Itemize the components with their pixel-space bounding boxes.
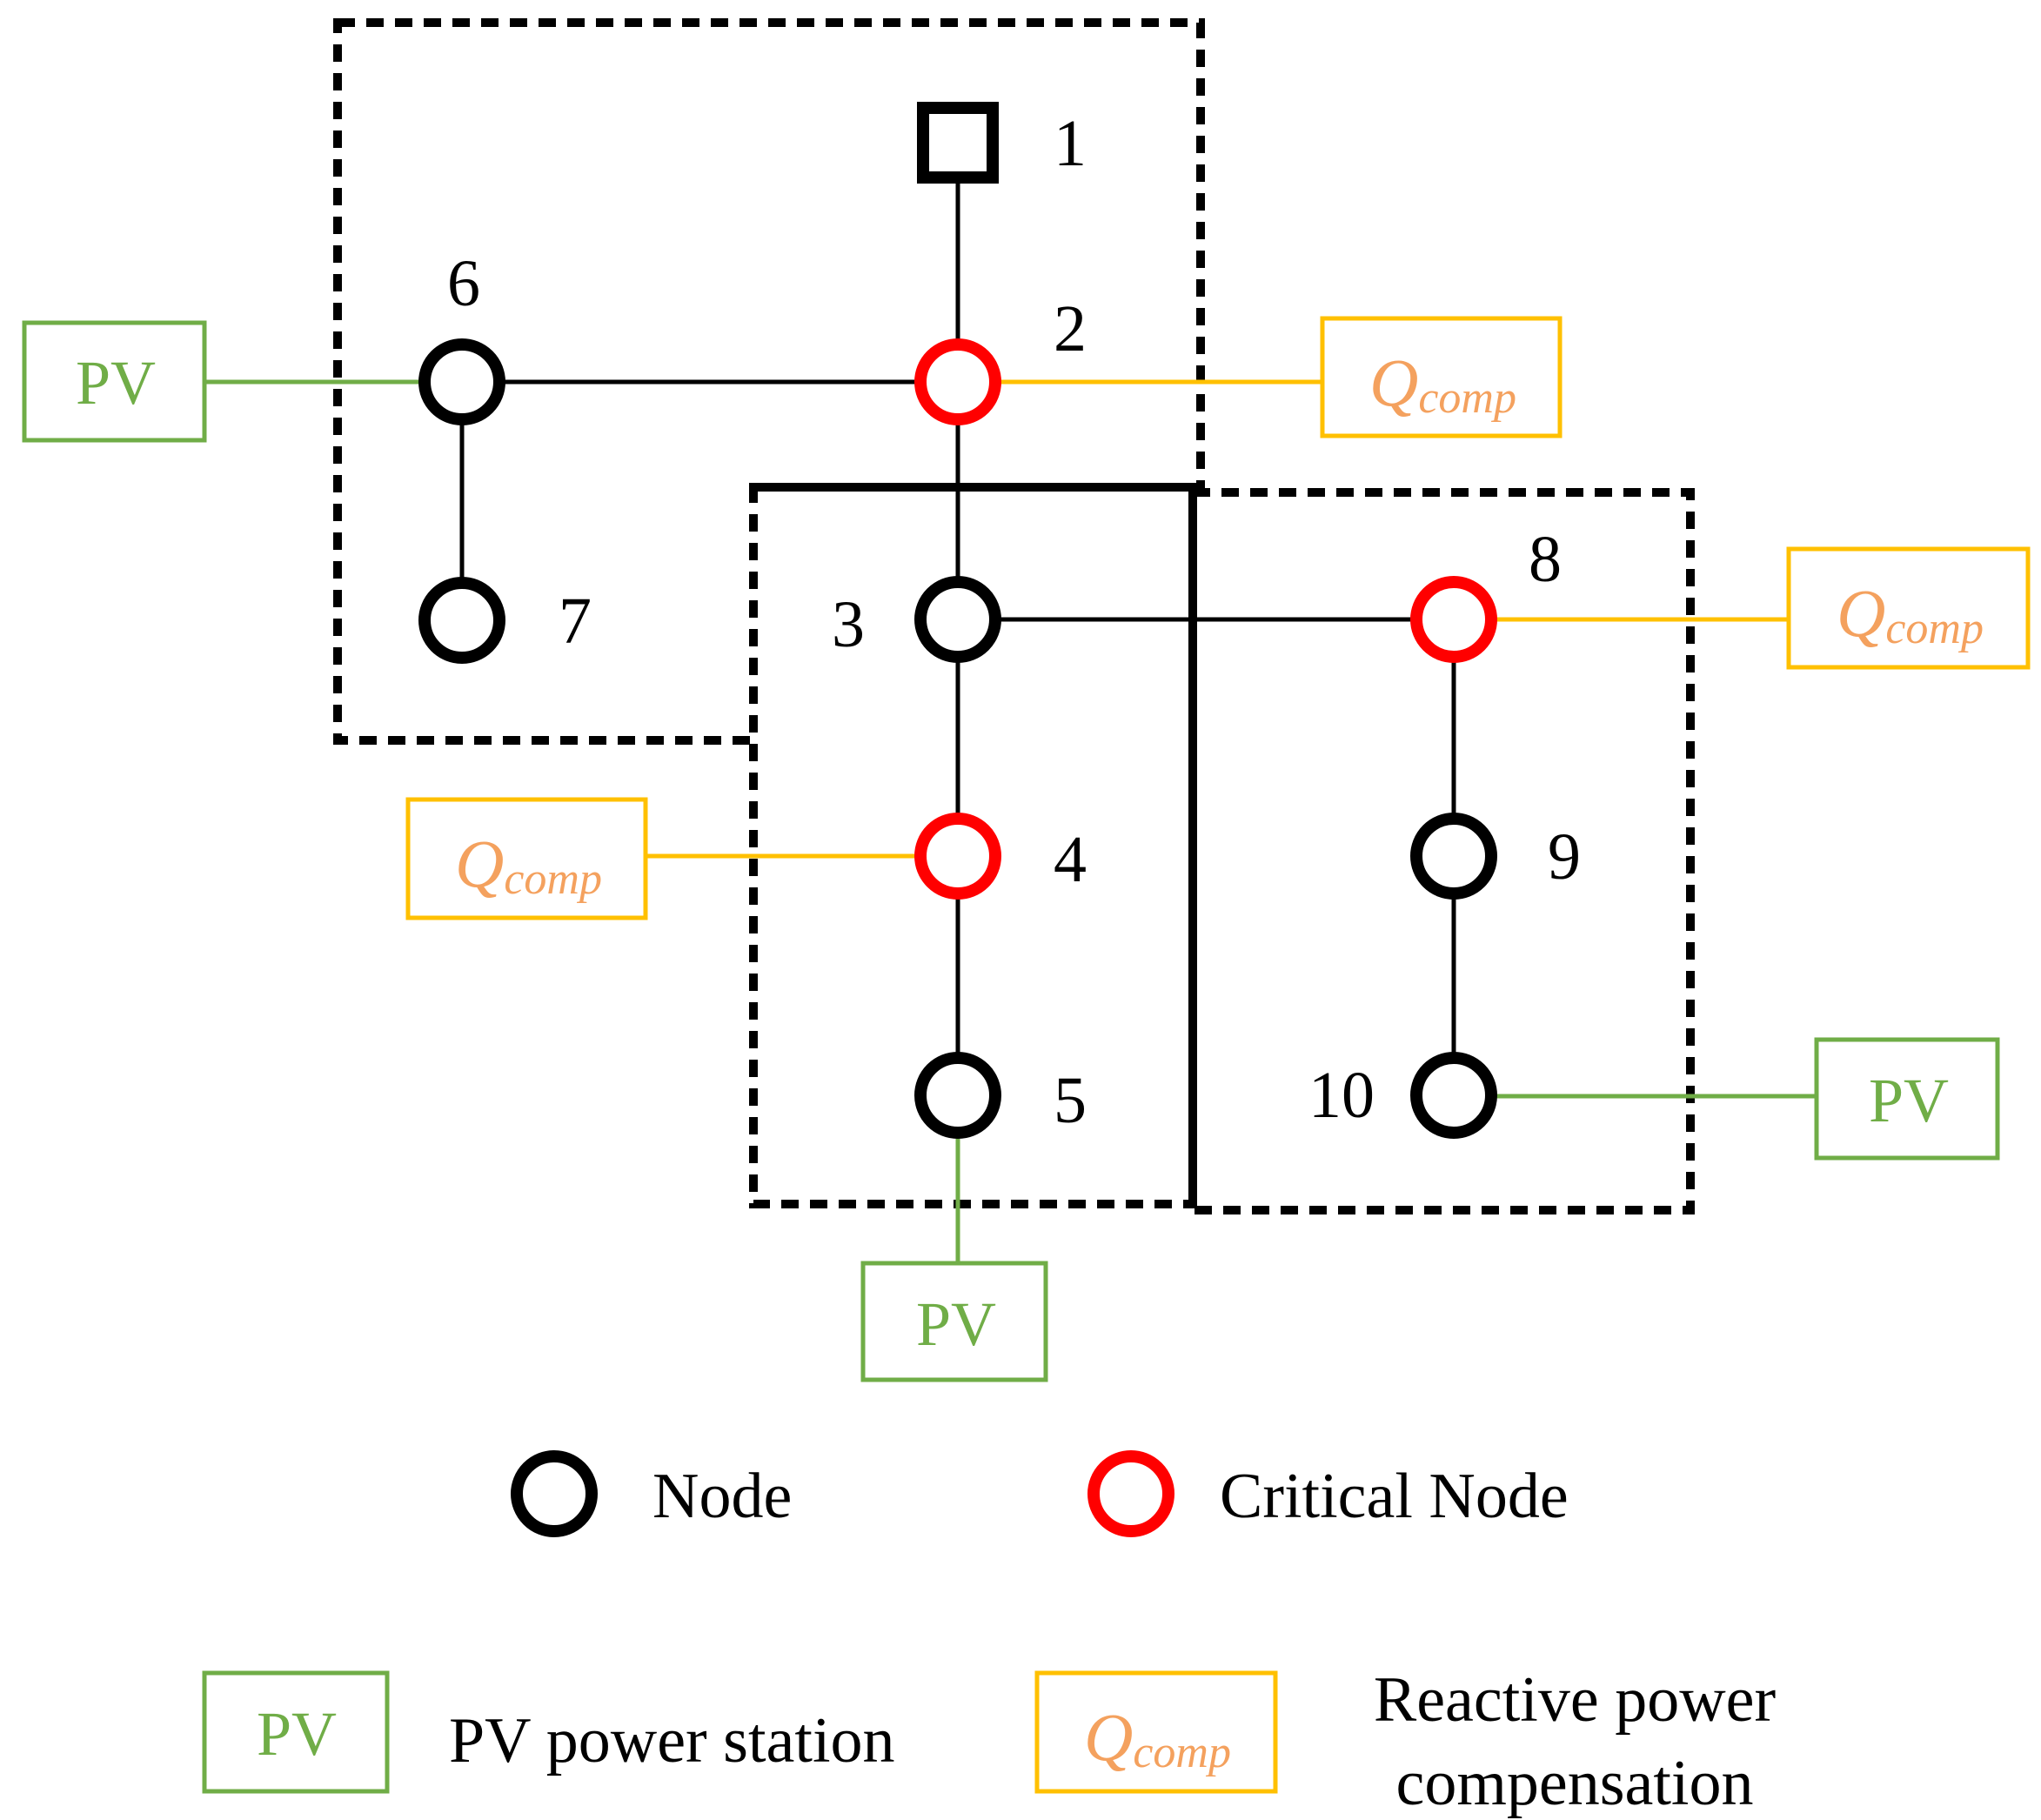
legend-node-label: Node	[652, 1461, 792, 1532]
legend-qcomp-box	[1034, 1670, 1278, 1794]
pv-box-label: PV	[76, 348, 156, 418]
node-label-5: 5	[1054, 1064, 1087, 1137]
node-3	[914, 576, 1001, 663]
node-1-source-bus	[917, 102, 999, 184]
pv-connectors	[204, 379, 1817, 1263]
node-label-7: 7	[559, 585, 592, 658]
legend-pv-box-label: PV	[257, 1699, 337, 1769]
pv-box	[22, 320, 207, 443]
qcomp-4: Qcomp	[405, 797, 648, 920]
pv-station-10: PV	[1814, 1037, 2000, 1161]
qcomp-box	[1320, 316, 1563, 438]
legend-pv-box	[202, 1670, 390, 1794]
zone-2-box	[749, 483, 1197, 1208]
qcomp-box-label: Qcomp	[1369, 345, 1516, 423]
zone-boxes	[333, 18, 1695, 1214]
node-6	[418, 338, 505, 425]
legend-critical-node-label: Critical Node	[1220, 1461, 1569, 1532]
node-label-10: 10	[1308, 1059, 1375, 1132]
legend-node-symbol	[511, 1450, 598, 1537]
qcomp-box	[405, 797, 648, 920]
legend-critical-node: Critical Node	[1087, 1450, 1569, 1537]
pv-box-label: PV	[916, 1289, 996, 1359]
qcomp-box-label: Qcomp	[455, 826, 602, 904]
legend-critical-node-symbol	[1087, 1450, 1174, 1537]
legend: Node Critical Node PV PV power station Q…	[202, 1450, 1776, 1819]
node-9	[1410, 813, 1497, 900]
node-label-4: 4	[1054, 823, 1087, 896]
node-label-6: 6	[447, 247, 480, 320]
pv-box	[860, 1261, 1048, 1382]
legend-qcomp-label-line1: Reactive power	[1374, 1664, 1776, 1736]
node-4-critical	[914, 813, 1001, 900]
node-label-9: 9	[1548, 820, 1581, 893]
node-2-critical	[914, 338, 1001, 425]
pv-box-label: PV	[1869, 1066, 1949, 1135]
pv-box	[1814, 1037, 2000, 1161]
legend-pv: PV PV power station	[202, 1670, 895, 1794]
node-labels: 1 2 3 4 5 6 7 8 9 10	[447, 107, 1581, 1137]
zone-3-box	[1188, 488, 1695, 1214]
legend-pv-label: PV power station	[449, 1705, 895, 1777]
pv-station-5: PV	[860, 1261, 1048, 1382]
zone-1-box	[333, 18, 1205, 745]
legend-qcomp-label-line2: compensation	[1395, 1748, 1753, 1819]
node-label-1: 1	[1054, 107, 1087, 180]
nodes	[418, 338, 1497, 1139]
qcomp-box	[1786, 546, 2031, 670]
node-label-2: 2	[1054, 292, 1087, 365]
node-label-8: 8	[1529, 523, 1562, 596]
node-5	[914, 1052, 1001, 1139]
qcomp-8: Qcomp	[1786, 546, 2031, 670]
legend-qcomp-box-label: Qcomp	[1084, 1699, 1231, 1777]
qcomp-2: Qcomp	[1320, 316, 1563, 438]
legend-node: Node	[511, 1450, 792, 1537]
node-7	[418, 577, 505, 664]
qcomp-connectors	[646, 379, 1789, 859]
node-label-3: 3	[832, 588, 865, 661]
node-8-critical	[1410, 576, 1497, 663]
pv-station-6: PV	[22, 320, 207, 443]
qcomp-box-label: Qcomp	[1837, 575, 1984, 653]
branch-lines	[459, 183, 1456, 1055]
legend-qcomp: Qcomp Reactive power compensation	[1034, 1664, 1776, 1819]
node-10	[1410, 1052, 1497, 1139]
